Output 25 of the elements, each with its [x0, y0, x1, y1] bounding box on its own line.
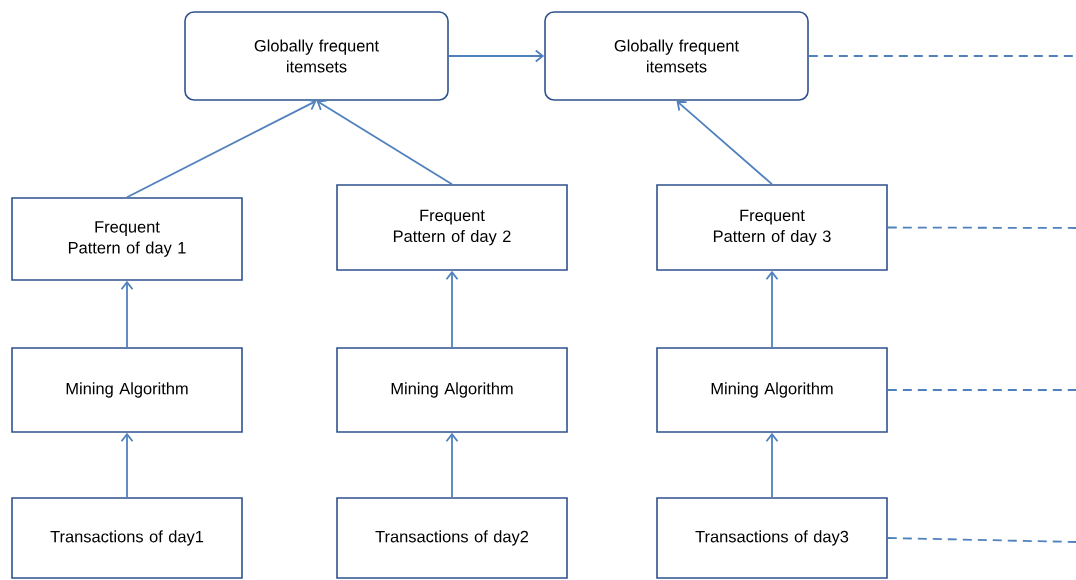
result-box: Globally frequent itemsets — [184, 11, 449, 101]
arrow — [447, 49, 545, 63]
process-box: Transactions of day1 — [11, 497, 243, 579]
process-box: Transactions of day3 — [656, 497, 888, 579]
result-box: Globally frequent itemsets — [544, 11, 809, 101]
arrow — [126, 98, 317, 199]
arrow — [445, 432, 459, 499]
dashed-line — [886, 226, 1076, 229]
process-box: Frequent Pattern of day 1 — [11, 197, 243, 281]
arrow — [765, 270, 779, 349]
dashed-line — [886, 389, 1076, 391]
process-box: Transactions of day2 — [336, 497, 568, 579]
arrow — [316, 99, 453, 186]
process-box: Frequent Pattern of day 3 — [656, 184, 888, 271]
process-box: Mining Algorithm — [336, 347, 568, 433]
process-box: Mining Algorithm — [656, 347, 888, 433]
arrow — [765, 432, 779, 499]
process-box: Mining Algorithm — [11, 347, 243, 433]
process-box: Frequent Pattern of day 2 — [336, 184, 568, 271]
arrow — [676, 100, 773, 186]
dashed-line — [807, 55, 1076, 57]
arrow — [120, 432, 134, 499]
arrow — [445, 270, 459, 349]
dashed-line — [886, 537, 1076, 543]
arrow — [120, 280, 134, 349]
